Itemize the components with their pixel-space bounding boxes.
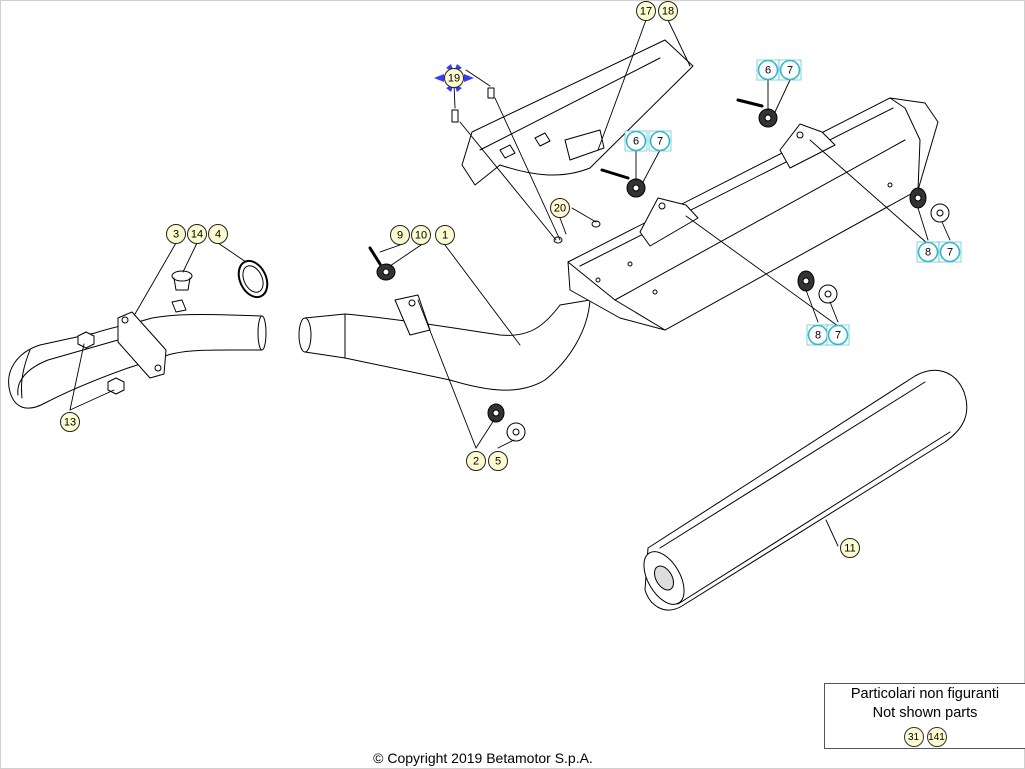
legend-refs: 31 141 [825, 727, 1025, 747]
header-pipe [8, 299, 267, 409]
callout-circle [60, 412, 80, 432]
callout-20-c20[interactable]: 20 [550, 198, 570, 218]
callout-10-c10[interactable]: 10 [411, 225, 431, 245]
callout-7-c7b[interactable]: 7 [648, 130, 672, 152]
callout-label: 19 [448, 73, 460, 85]
callout-label: 10 [415, 230, 427, 242]
callout-label: 7 [835, 330, 841, 342]
callout-circle [757, 59, 779, 81]
callout-circle [636, 1, 656, 21]
callout-label: 5 [495, 456, 501, 468]
gasket-ring [237, 259, 269, 299]
callout-8-c8a[interactable]: 8 [806, 324, 830, 346]
callout-13-c13[interactable]: 13 [60, 412, 80, 432]
callout-label: 7 [947, 247, 953, 259]
callout-circle [166, 224, 186, 244]
callout-label: 8 [815, 330, 821, 342]
callout-label: 8 [925, 247, 931, 259]
callout-7-c7d[interactable]: 7 [938, 241, 962, 263]
callout-circle [917, 241, 939, 263]
callout-label: 14 [191, 229, 203, 241]
callout-circle [466, 451, 486, 471]
sealing-plug [171, 270, 193, 291]
callout-8-c8b[interactable]: 8 [916, 241, 940, 263]
copyright-notice: © Copyright 2019 Betamotor S.p.A. [373, 750, 593, 766]
callout-4-c4[interactable]: 4 [208, 224, 228, 244]
callout-circle [488, 451, 508, 471]
legend-title-english: Not shown parts [872, 705, 978, 721]
callout-1-c1[interactable]: 1 [435, 225, 455, 245]
callout-9-c9[interactable]: 9 [390, 225, 410, 245]
callout-5-c5[interactable]: 5 [488, 451, 508, 471]
callout-17-c17[interactable]: 17 [636, 1, 656, 21]
mid-pipe [298, 294, 591, 391]
callout-7-c7a[interactable]: 7 [778, 59, 802, 81]
callout-label: 17 [640, 6, 652, 18]
callout-circle [939, 241, 961, 263]
callout-circle [411, 225, 431, 245]
callout-circle [390, 225, 410, 245]
muffler [567, 97, 939, 331]
callout-label: 4 [215, 229, 221, 241]
callout-label: 2 [473, 456, 479, 468]
legend-title-italian: Particolari non figuranti [850, 686, 1000, 702]
fasteners [368, 87, 950, 442]
callout-circle [658, 1, 678, 21]
callout-label: 6 [633, 136, 639, 148]
callout-2-c2[interactable]: 2 [466, 451, 486, 471]
callout-circle [187, 224, 207, 244]
callout-circle [827, 324, 849, 346]
callout-circle [840, 538, 860, 558]
callout-7-c7c[interactable]: 7 [826, 324, 850, 346]
callout-label: 18 [662, 6, 674, 18]
callout-label: 11 [844, 543, 855, 555]
callout-circle [208, 224, 228, 244]
callout-label: 9 [397, 230, 403, 242]
callout-circle [779, 59, 801, 81]
legend-ref-141[interactable]: 141 [926, 727, 947, 747]
callout-label: 3 [173, 229, 179, 241]
callout-6-c6a[interactable]: 6 [756, 59, 780, 81]
callout-circle [550, 198, 570, 218]
leader-lines [69, 19, 951, 547]
callout-3-c3[interactable]: 3 [166, 224, 186, 244]
callout-label: 13 [64, 417, 76, 429]
heat-shield [461, 39, 694, 186]
callout-circle [625, 130, 647, 152]
callout-18-c18[interactable]: 18 [658, 1, 678, 21]
packing-tube [643, 369, 968, 611]
callout-label: 6 [765, 65, 771, 77]
callout-19-c19[interactable]: 19 [444, 68, 464, 88]
callout-label: 20 [554, 203, 566, 215]
not-shown-parts-box: Particolari non figuranti Not shown part… [824, 683, 1025, 749]
callout-circle [444, 68, 464, 88]
callout-label: 7 [787, 65, 793, 77]
callout-label: 1 [442, 230, 448, 242]
callout-6-c6b[interactable]: 6 [624, 130, 648, 152]
callout-circle [435, 225, 455, 245]
callout-14-c14[interactable]: 14 [187, 224, 207, 244]
callout-label: 7 [657, 136, 663, 148]
callout-circle [649, 130, 671, 152]
callout-11-c11[interactable]: 11 [840, 538, 860, 558]
legend-ref-31[interactable]: 31 [903, 727, 924, 747]
